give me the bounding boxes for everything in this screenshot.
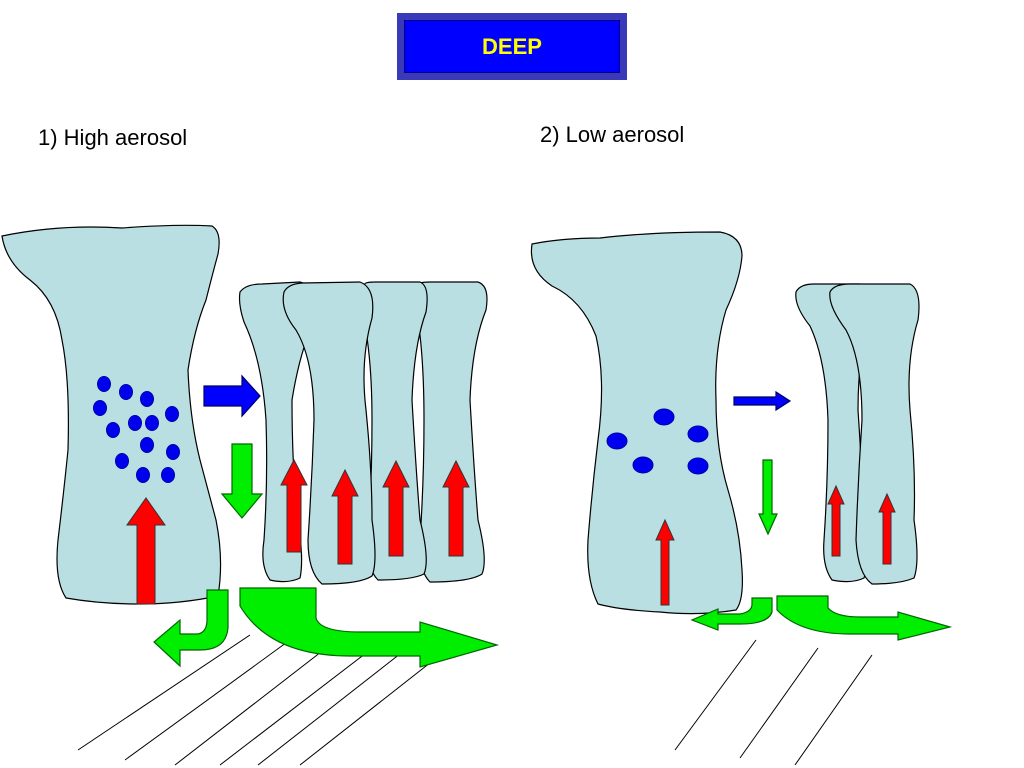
rain-streak [77,634,251,751]
cloud-small-high-4 [417,281,488,583]
aerosol-particle [165,406,179,422]
rain-streak [674,639,757,751]
aerosol-particle [140,437,154,453]
outflow-arrow [733,390,792,412]
cloud-large-high [1,224,222,605]
aerosol-particle [93,400,107,416]
rain-streak [174,644,331,766]
aerosol-particle [145,415,159,431]
aerosol-particle [119,384,133,400]
updraft-arrow [331,468,359,565]
panel-label-low-aerosol: 2) Low aerosol [540,122,685,147]
aerosol-particle [136,467,150,483]
updraft-arrow [655,518,675,606]
aerosol-particle [115,453,129,469]
aerosol-particle [140,391,154,407]
aerosol-particle [166,444,180,460]
rain-streak [794,654,873,766]
aerosol-particle [606,432,628,450]
aerosol-particle [97,376,111,392]
rain-streak [124,639,291,761]
aerosol-particle [106,422,120,438]
aerosol-particle [687,425,709,443]
cloud-small-low-2 [829,283,920,585]
rain-streak [219,649,371,766]
rain-streak [739,647,819,759]
aerosol-particle [161,467,175,483]
rain-streaks-high [77,634,441,766]
aerosol-particle [687,457,709,475]
updraft-arrows-high [126,458,470,605]
updraft-arrows-low [655,484,896,606]
title: DEEP [404,20,620,73]
updraft-arrow [827,484,845,557]
updraft-arrow [878,492,896,565]
updraft-arrow [442,459,470,557]
cold-pool-arrow-left [690,597,773,631]
rain-streaks-low [674,639,873,766]
outflow-arrow [203,374,261,418]
updraft-arrow [280,458,308,553]
aerosol-particle [632,456,654,474]
updraft-arrow [126,497,166,605]
panel-label-high-aerosol: 1) High aerosol [38,125,188,150]
cold-pool-arrow-left [153,589,229,668]
downdraft-arrow [758,459,778,536]
rain-streak [257,649,406,766]
rain-streak [299,654,441,766]
aerosol-particles-low [606,408,709,475]
aerosol-particle [653,408,675,426]
cold-pool-arrow-right [776,595,953,641]
updraft-arrow [382,459,410,557]
aerosol-particle [128,415,142,431]
downdraft-arrow [220,443,264,519]
cloud-large-low [530,231,743,615]
aerosol-particles-high [93,376,180,483]
cloud-small-high-3 [363,281,428,581]
cold-pool-arrow-right [239,587,500,668]
title-box: DEEP [397,13,627,80]
